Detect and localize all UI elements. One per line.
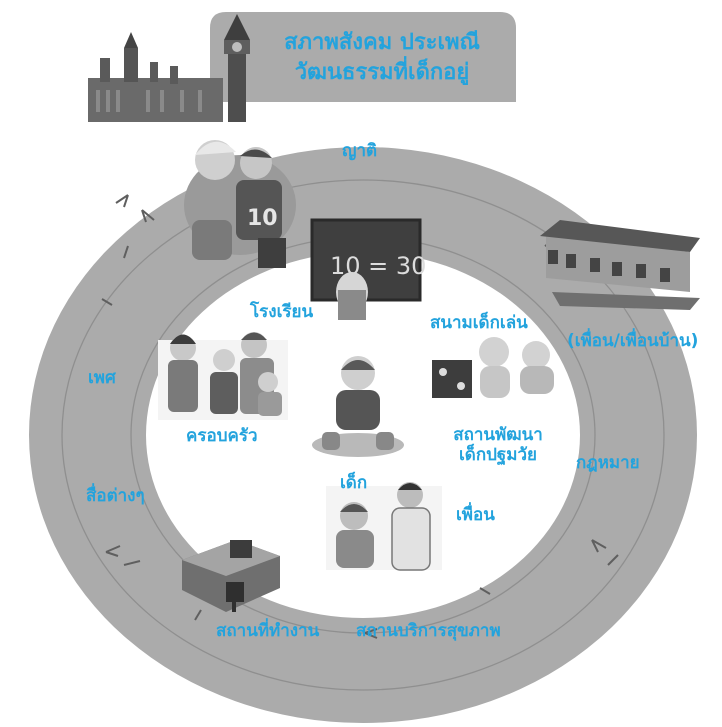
header-tab	[210, 12, 516, 102]
label-child: เด็ก	[340, 473, 368, 493]
child-at-chalkboard-icon: 10 = 30	[310, 218, 426, 320]
label-workplace: สถานที่ทำงาน	[216, 621, 320, 641]
page-title: สภาพสังคม ประเพณี วัฒนธรรมที่เด็กอยู่	[262, 28, 502, 87]
doctor-with-patient-icon	[326, 482, 442, 571]
title-line-1: สภาพสังคม ประเพณี	[284, 30, 480, 55]
label-gender: เพศ	[88, 368, 116, 388]
label-health-service: สถานบริการสุขภาพ	[356, 621, 501, 641]
seated-child-icon	[312, 356, 404, 457]
label-law: กฎหมาย	[576, 453, 640, 473]
office-workstation-icon	[182, 540, 280, 612]
label-early-childhood-line1: สถานพัฒนา	[453, 425, 543, 445]
label-neighbours: (เพื่อน/เพื่อนบ้าน)	[567, 331, 699, 351]
label-relatives: ญาติ	[342, 141, 378, 161]
label-school: โรงเรียน	[250, 302, 314, 322]
grandparent-with-child-icon: 10	[184, 140, 296, 268]
label-early-childhood-center: สถานพัฒนา เด็กปฐมวัย	[443, 425, 553, 465]
parliament-building-icon	[88, 14, 250, 122]
row-of-houses-icon	[540, 220, 700, 310]
label-friends: เพื่อน	[456, 505, 495, 525]
label-playground: สนามเด็กเล่น	[430, 313, 528, 333]
label-early-childhood-line2: เด็กปฐมวัย	[458, 444, 538, 465]
title-line-2: วัฒนธรรมที่เด็กอยู่	[294, 59, 470, 85]
label-media: สื่อต่างๆ	[86, 486, 145, 506]
svg-text:10: 10	[247, 206, 278, 231]
babies-with-blocks-icon	[432, 337, 554, 398]
label-family: ครอบครัว	[186, 426, 258, 446]
outer-arrow-track	[61, 179, 665, 691]
family-group-icon	[158, 332, 288, 420]
